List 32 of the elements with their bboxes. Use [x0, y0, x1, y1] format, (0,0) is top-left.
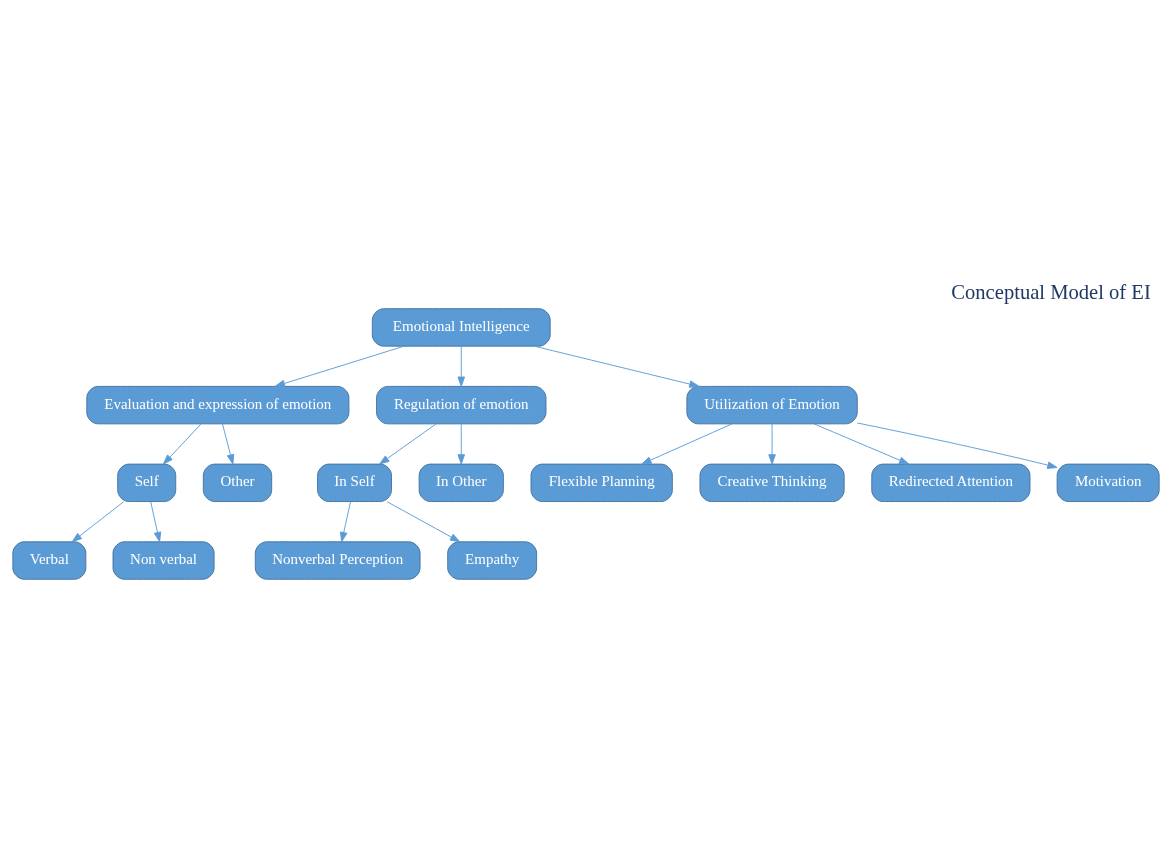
- node-box: Verbal: [12, 540, 87, 580]
- arrow: [534, 345, 700, 388]
- arrow: [768, 423, 776, 465]
- node-box: In Other: [418, 463, 504, 502]
- node-box: Empathy: [447, 540, 538, 580]
- node-box: In Self: [317, 463, 392, 502]
- node-box: Motivation: [1056, 463, 1160, 502]
- arrow: [162, 423, 202, 465]
- arrow: [222, 423, 235, 465]
- node-box: Creative Thinking: [699, 463, 845, 502]
- arrow: [379, 423, 437, 465]
- arrow: [856, 422, 1058, 469]
- node-box: Other: [202, 463, 273, 502]
- arrow: [150, 500, 162, 542]
- node-box: Regulation of emotion: [376, 385, 547, 424]
- diagram-title: Conceptual Model of EI: [951, 280, 1151, 303]
- node-box: Self: [117, 463, 177, 502]
- node-box: Evaluation and expression of emotion: [86, 385, 350, 424]
- arrow: [340, 500, 351, 542]
- arrow: [386, 500, 461, 542]
- arrow: [641, 423, 733, 465]
- node-box: Nonverbal Perception: [254, 540, 421, 580]
- node-box: Flexible Planning: [530, 463, 673, 502]
- arrow: [274, 345, 405, 387]
- node-box: Redirected Attention: [871, 463, 1031, 502]
- arrow: [71, 500, 125, 542]
- arrow: [813, 423, 910, 465]
- node-box: Emotional Intelligence: [371, 307, 551, 347]
- arrow: [457, 423, 465, 465]
- node-box: Non verbal: [112, 540, 215, 580]
- node-box: Utilization of Emotion: [686, 385, 858, 424]
- arrow: [457, 345, 465, 387]
